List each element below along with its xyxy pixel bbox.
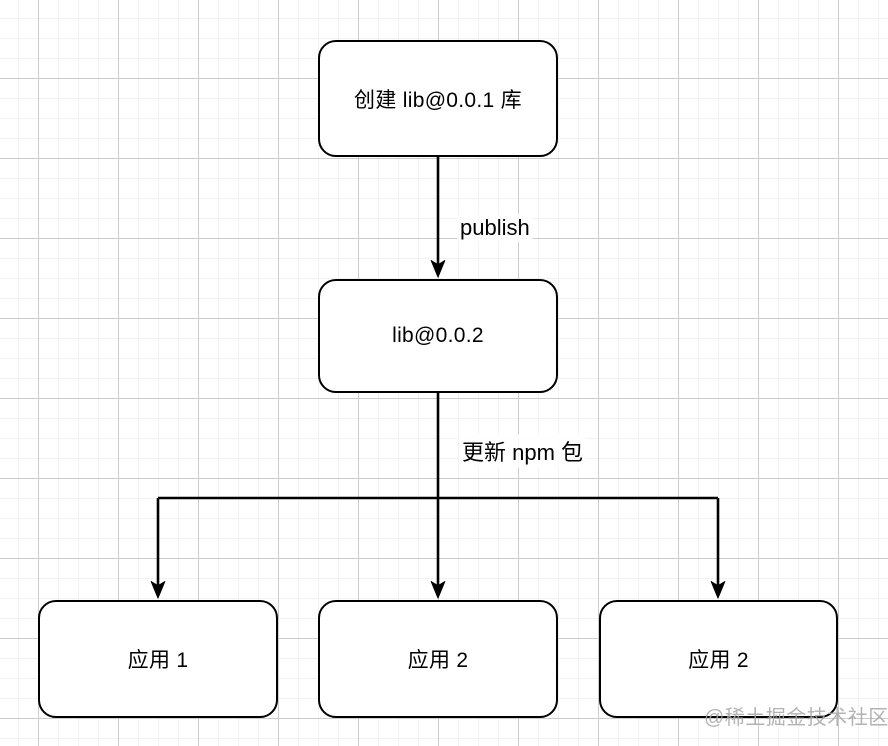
node-app-1-label: 应用 1 — [127, 649, 189, 672]
node-create-lib-label: 创建 lib@0.0.1 库 — [354, 88, 522, 112]
node-lib-0-0-2: lib@0.0.2 — [318, 279, 558, 393]
node-lib-0-0-2-label: lib@0.0.2 — [392, 324, 484, 347]
node-app-3-label: 应用 2 — [688, 649, 749, 672]
edge-label-update-npm: 更新 npm 包 — [459, 434, 587, 468]
node-app-2-label: 应用 2 — [407, 649, 469, 672]
node-app-2: 应用 2 — [318, 600, 558, 718]
arrowhead-down-icon — [710, 581, 726, 599]
watermark: @稀土掘金技术社区 — [704, 707, 888, 729]
node-app-3: 应用 2 — [599, 600, 838, 718]
arrowhead-down-icon — [430, 260, 446, 278]
node-create-lib: 创建 lib@0.0.1 库 — [318, 40, 558, 157]
edge-label-publish: publish — [457, 214, 533, 242]
arrowhead-down-icon — [430, 581, 446, 599]
arrowhead-down-icon — [150, 581, 166, 599]
node-app-1: 应用 1 — [38, 600, 278, 718]
